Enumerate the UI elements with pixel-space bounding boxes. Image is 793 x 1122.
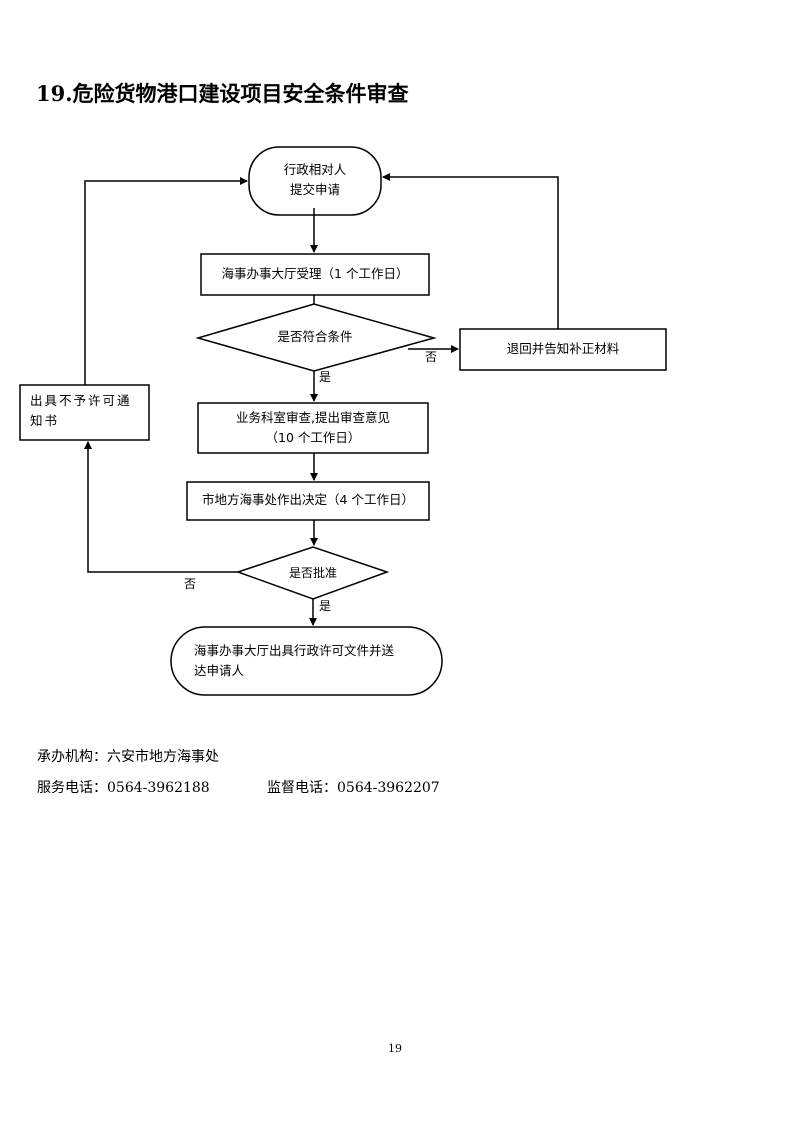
start-line2: 提交申请 — [289, 182, 340, 197]
deny-line1: 出具不予许可通 — [30, 393, 132, 408]
return-text: 退回并告知补正材料 — [506, 341, 620, 356]
review-text: 业务科室审查,提出审查意见 （10 个工作日） — [198, 408, 428, 448]
arrow-deny-to-start — [84, 177, 248, 385]
review-line1: 业务科室审查,提出审查意见 — [236, 410, 390, 425]
label-yes-1: 是 — [319, 370, 332, 384]
decision1-text: 是否符合条件 — [277, 329, 353, 344]
label-no-1: 否 — [425, 350, 438, 364]
accept-box — [200, 253, 430, 296]
start-terminator — [248, 146, 382, 216]
end-line2: 达申请人 — [194, 663, 245, 678]
arrow-return-to-start — [382, 173, 559, 329]
start-line1: 行政相对人 — [283, 162, 347, 177]
decision-approve — [235, 546, 390, 600]
decide-text: 市地方海事处作出决定（4 个工作日） — [202, 492, 414, 507]
start-text: 行政相对人 提交申请 — [249, 160, 381, 200]
supervision-phone: 监督电话：0564-3962207 — [267, 780, 440, 796]
service-phone: 服务电话：0564-3962188 — [37, 780, 210, 796]
return-box — [459, 328, 667, 371]
arrow-decision2-to-deny — [84, 441, 238, 573]
end-text: 海事办事大厅出具行政许可文件并送 达申请人 — [194, 641, 444, 681]
end-line1: 海事办事大厅出具行政许可文件并送 — [194, 643, 395, 658]
deny-box — [19, 384, 150, 441]
page-number: 19 — [388, 1042, 402, 1055]
deny-line2: 知书 — [30, 413, 60, 428]
page-title: 19.危险货物港口建设项目安全条件审查 — [36, 81, 409, 106]
accept-text: 海事办事大厅受理（1 个工作日） — [221, 266, 409, 281]
decide-box — [186, 481, 430, 521]
review-box — [197, 402, 429, 454]
decision-conditions — [195, 303, 437, 372]
label-yes-2: 是 — [319, 599, 332, 613]
decision2-text: 是否批准 — [288, 566, 337, 580]
end-terminator — [170, 626, 443, 696]
review-line2: （10 个工作日） — [265, 430, 361, 445]
deny-text: 出具不予许可通 知书 — [30, 391, 150, 431]
label-no-2: 否 — [184, 577, 197, 591]
agency-text: 承办机构：六安市地方海事处 — [37, 749, 219, 765]
